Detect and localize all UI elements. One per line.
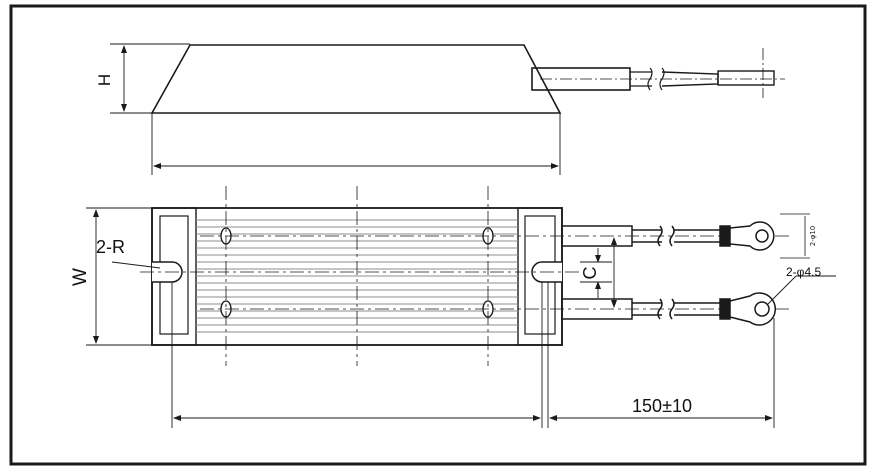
width-label: W [70,268,91,286]
plan-view [86,186,836,428]
side-view [110,43,785,175]
side-view-body [150,44,562,114]
drawing-frame [9,4,867,466]
height-label: H [95,74,114,86]
hole-callout-label: 2-φ4.5 [786,265,821,279]
lead-wire-top [561,221,775,251]
lead-wire-bottom [561,292,777,326]
lead-length-label: 150±10 [632,396,692,416]
radius-label: 2-R [96,237,125,257]
terminal-size-label: 2-φ10 [809,226,817,247]
spacing-label: C [580,267,600,280]
